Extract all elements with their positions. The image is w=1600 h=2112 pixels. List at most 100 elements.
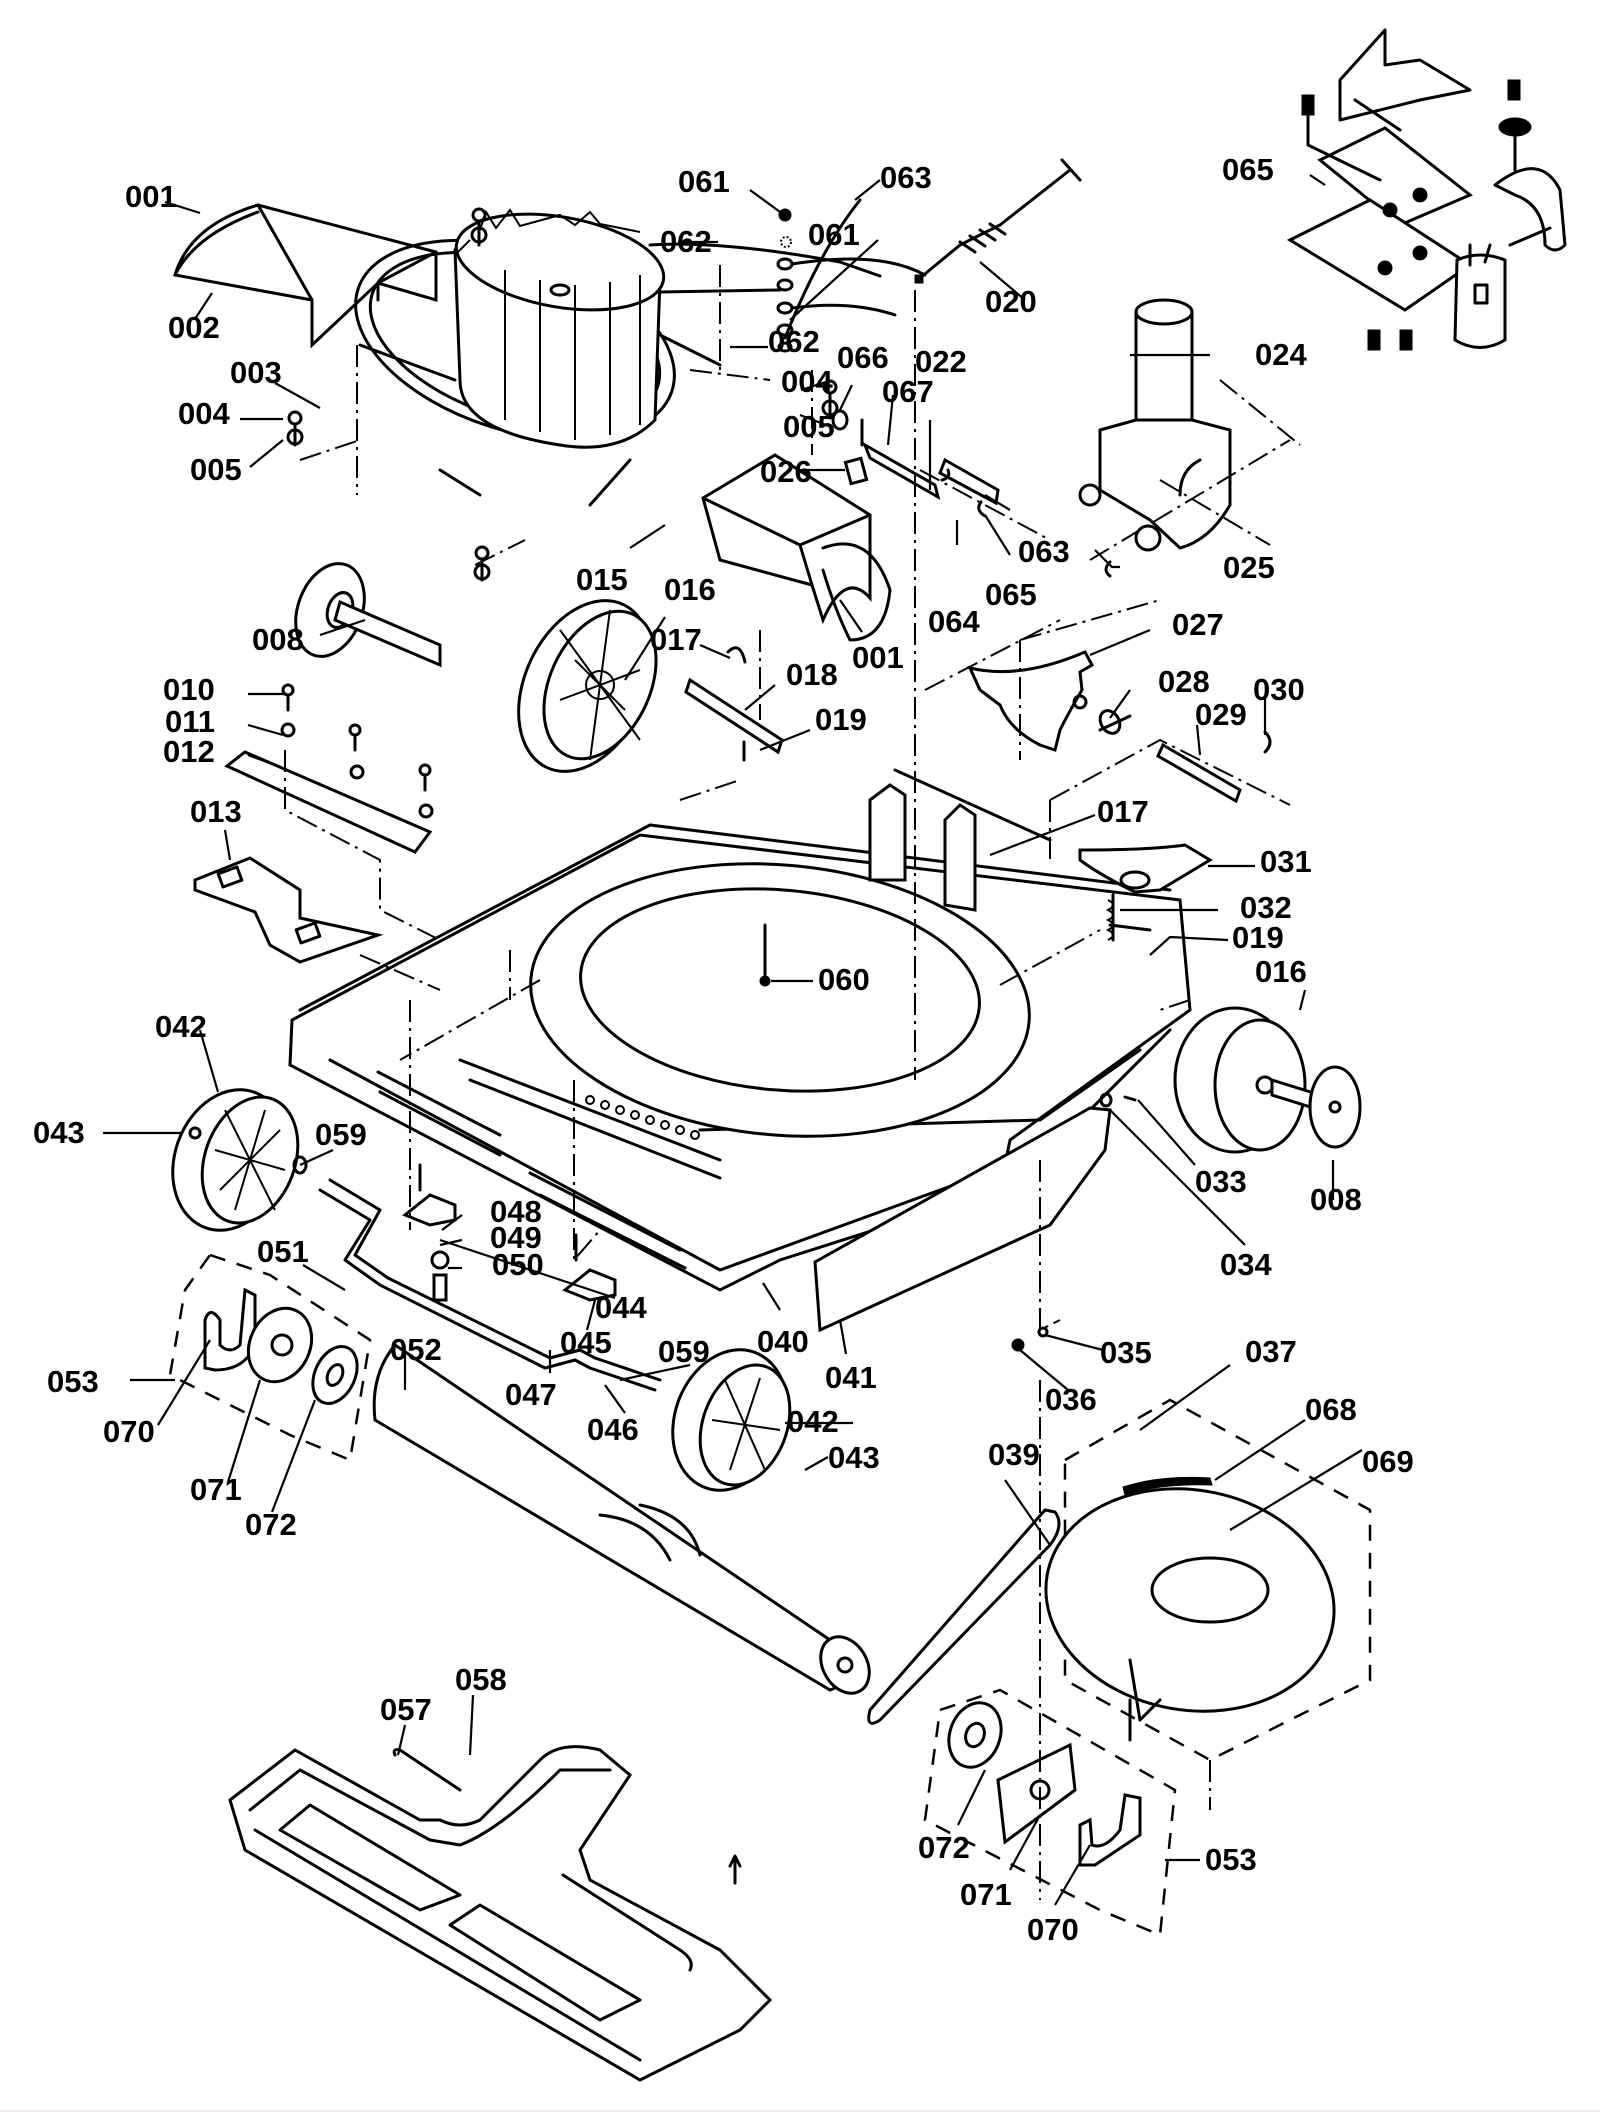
callout-008: 008 bbox=[252, 622, 304, 657]
callout-059: 059 bbox=[658, 1334, 710, 1369]
front-axle-part bbox=[318, 1178, 662, 1392]
vent-holes bbox=[585, 1095, 700, 1140]
callout-026: 026 bbox=[760, 454, 812, 489]
rear-wheel-part-lower bbox=[1173, 1006, 1362, 1154]
callout-041: 041 bbox=[825, 1360, 877, 1395]
callout-005: 005 bbox=[190, 452, 242, 487]
callout-019: 019 bbox=[815, 702, 867, 737]
callout-labels: 001 002 003 004 005 061 063 062 061 020 … bbox=[33, 152, 1414, 1947]
callout-059: 059 bbox=[315, 1117, 367, 1152]
callout-005: 005 bbox=[783, 409, 835, 444]
callout-024: 024 bbox=[1255, 337, 1307, 372]
brush-clips bbox=[402, 1163, 617, 1302]
callout-063: 063 bbox=[880, 160, 932, 195]
bottom-plate-part bbox=[228, 1745, 773, 2082]
wheel-axle-part-left bbox=[294, 562, 442, 668]
callout-045: 045 bbox=[560, 1325, 612, 1360]
callout-061: 061 bbox=[808, 217, 860, 252]
motor-cover-top-part bbox=[173, 203, 438, 349]
callout-035: 035 bbox=[1100, 1335, 1152, 1370]
callout-010: 010 bbox=[163, 672, 215, 707]
callout-008: 008 bbox=[1310, 1182, 1362, 1217]
callout-058: 058 bbox=[455, 1662, 507, 1697]
callout-043: 043 bbox=[828, 1440, 880, 1475]
callout-065: 065 bbox=[985, 577, 1037, 612]
small-hardware bbox=[1011, 1092, 1137, 1352]
callout-004: 004 bbox=[781, 364, 833, 399]
callout-051: 051 bbox=[257, 1234, 309, 1269]
mount-plate-part bbox=[193, 856, 384, 964]
callout-001: 001 bbox=[125, 179, 177, 214]
callout-030: 030 bbox=[1253, 672, 1305, 707]
pivot-pin-parts bbox=[831, 409, 1112, 578]
callout-060: 060 bbox=[818, 962, 870, 997]
callout-044: 044 bbox=[595, 1290, 647, 1325]
callout-062: 062 bbox=[660, 224, 712, 259]
callout-042: 042 bbox=[787, 1404, 839, 1439]
callout-022: 022 bbox=[915, 344, 967, 379]
callout-042: 042 bbox=[155, 1009, 207, 1044]
end-cap-kit-right bbox=[923, 1688, 1177, 1937]
front-wheel-part-right bbox=[671, 1348, 792, 1492]
callout-048: 048 bbox=[490, 1194, 542, 1229]
callout-011: 011 bbox=[165, 704, 215, 739]
callout-071: 071 bbox=[190, 1472, 242, 1507]
end-cap-kit-left bbox=[168, 1253, 372, 1462]
leader-lines bbox=[103, 174, 1363, 1906]
callout-013: 013 bbox=[190, 794, 242, 829]
callout-031: 031 bbox=[1260, 844, 1312, 879]
bracket-parts bbox=[224, 683, 434, 854]
callout-070: 070 bbox=[103, 1414, 155, 1449]
callout-012: 012 bbox=[163, 734, 215, 769]
callout-036: 036 bbox=[1045, 1382, 1097, 1417]
switch-assembly-part bbox=[1286, 28, 1567, 351]
callout-062: 062 bbox=[768, 324, 820, 359]
callout-015: 015 bbox=[576, 562, 628, 597]
callout-047: 047 bbox=[505, 1377, 557, 1412]
callout-072: 072 bbox=[918, 1830, 970, 1865]
callout-071: 071 bbox=[960, 1877, 1012, 1912]
callout-061: 061 bbox=[678, 164, 730, 199]
callout-070: 070 bbox=[1027, 1912, 1079, 1947]
callout-016: 016 bbox=[1255, 954, 1307, 989]
front-wheel-part-left bbox=[171, 1088, 308, 1232]
housing-posts bbox=[868, 768, 1152, 932]
callout-029: 029 bbox=[1195, 697, 1247, 732]
callout-046: 046 bbox=[587, 1412, 639, 1447]
bumper-part bbox=[813, 1106, 1112, 1333]
callout-003: 003 bbox=[230, 355, 282, 390]
assembly-lines bbox=[284, 265, 1301, 1900]
callout-001: 001 bbox=[852, 640, 904, 675]
callout-028: 028 bbox=[1158, 664, 1210, 699]
callout-049: 049 bbox=[490, 1220, 542, 1255]
callout-066: 066 bbox=[837, 340, 889, 375]
page-bottom-edge bbox=[0, 2110, 1600, 2112]
power-cord-part bbox=[914, 158, 1082, 284]
callout-065: 065 bbox=[1222, 152, 1274, 187]
callout-072: 072 bbox=[245, 1507, 297, 1542]
callout-018: 018 bbox=[786, 657, 838, 692]
callout-053: 053 bbox=[47, 1364, 99, 1399]
filter-kit-part bbox=[1044, 1398, 1372, 1762]
callout-063: 063 bbox=[1018, 534, 1070, 569]
brushroll-part bbox=[372, 1342, 871, 1695]
axle-pin-parts bbox=[684, 646, 784, 762]
fan-duct-part bbox=[529, 862, 1031, 1138]
callout-057: 057 bbox=[380, 1692, 432, 1727]
callout-040: 040 bbox=[757, 1324, 809, 1359]
foot-pedal-part bbox=[1078, 843, 1213, 942]
callout-043: 043 bbox=[33, 1115, 85, 1150]
callout-052: 052 bbox=[390, 1332, 442, 1367]
callout-050: 050 bbox=[492, 1247, 544, 1282]
callout-019: 019 bbox=[1232, 920, 1284, 955]
terminal-parts bbox=[658, 198, 927, 353]
callout-039: 039 bbox=[988, 1437, 1040, 1472]
motor-fan-assembly-part bbox=[354, 208, 882, 507]
rear-wheel-part-upper bbox=[517, 599, 658, 773]
callout-025: 025 bbox=[1223, 550, 1275, 585]
callout-032: 032 bbox=[1240, 890, 1292, 925]
parts-layer bbox=[168, 28, 1567, 2082]
motor-cover-part bbox=[701, 453, 892, 642]
callout-033: 033 bbox=[1195, 1164, 1247, 1199]
